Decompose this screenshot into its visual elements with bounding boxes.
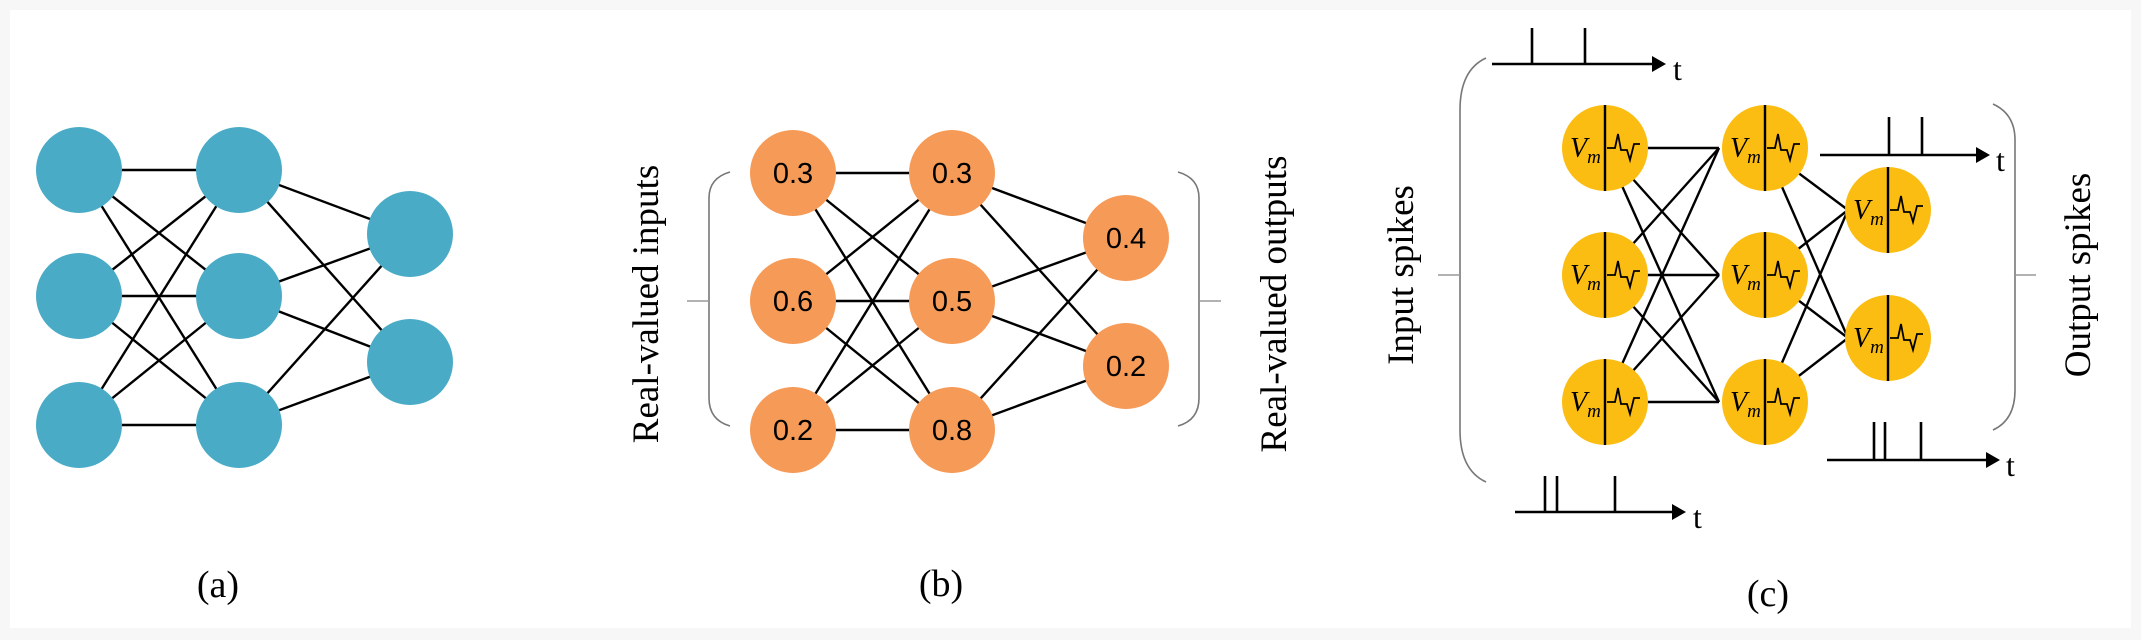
hidden-value-3: 0.8: [932, 415, 972, 447]
panel-b-nodes: [750, 130, 1169, 473]
spike-train-arrow-icon: [1672, 504, 1686, 520]
spike-train-arrow-icon: [1652, 56, 1666, 72]
ann-output-node-2: [367, 319, 453, 405]
rv-hidden-node-2: [909, 258, 995, 344]
spike-train-input-bottom: [1515, 476, 1686, 520]
ann-hidden-node-1: [196, 127, 282, 213]
ann-output-node-1: [367, 191, 453, 277]
input-value-2: 0.6: [773, 286, 813, 318]
caption-b: (b): [919, 563, 963, 605]
snn-hidden-neuron-3: Vm: [1722, 359, 1808, 445]
membrane-potential-trace-icon: [1607, 260, 1640, 291]
output-bracket: [1177, 171, 1200, 427]
snn-hidden-neuron-1: Vm: [1722, 105, 1808, 191]
ann-input-node-2: [36, 253, 122, 339]
panel-a: (a): [36, 127, 453, 606]
rv-input-node-3: [750, 387, 836, 473]
panel-b-values: 0.3 0.6 0.2 0.3 0.5 0.8 0.4 0.2: [773, 158, 1146, 447]
caption-a: (a): [197, 564, 239, 606]
input-value-3: 0.2: [773, 415, 813, 447]
spike-train-arrow-icon: [1976, 147, 1990, 163]
membrane-potential-trace-icon: [1767, 387, 1800, 418]
ann-input-node-1: [36, 127, 122, 213]
time-label-output-top: t: [1996, 142, 2005, 178]
membrane-potential-trace-icon: [1890, 195, 1923, 226]
spike-train-arrow-icon: [1986, 452, 2000, 468]
snn-input-neuron-2: Vm: [1562, 232, 1648, 318]
output-spikes-bracket: [1992, 103, 2016, 431]
hidden-value-2: 0.5: [932, 286, 972, 318]
spike-train-input-top: [1492, 28, 1666, 72]
hidden-value-1: 0.3: [932, 158, 972, 190]
snn-input-neuron-1: Vm: [1562, 105, 1648, 191]
input-bracket: [708, 171, 731, 427]
panel-b: 0.3 0.6 0.2 0.3 0.5 0.8 0.4 0.2 Real-val…: [626, 130, 1295, 605]
figure-panel: [10, 10, 2131, 628]
spike-train-output-top: [1820, 117, 1990, 163]
output-value-1: 0.4: [1106, 223, 1146, 255]
panel-a-nodes: [36, 127, 453, 468]
membrane-potential-trace-icon: [1767, 260, 1800, 291]
real-valued-inputs-label: Real-valued inputs: [626, 165, 667, 443]
rv-hidden-node-3: [909, 387, 995, 473]
input-spikes-bracket: [1459, 57, 1487, 483]
membrane-potential-trace-icon: [1607, 133, 1640, 164]
output-value-2: 0.2: [1106, 351, 1146, 383]
ann-hidden-node-2: [196, 253, 282, 339]
snn-output-neuron-2: Vm: [1845, 295, 1931, 381]
snn-input-neuron-3: Vm: [1562, 359, 1648, 445]
membrane-potential-trace-icon: [1607, 387, 1640, 418]
real-valued-outputs-label: Real-valued outputs: [1254, 156, 1295, 453]
snn-hidden-neuron-2: Vm: [1722, 232, 1808, 318]
membrane-potential-label: Vm: [1730, 133, 1761, 168]
membrane-potential-label: Vm: [1570, 260, 1601, 295]
input-value-1: 0.3: [773, 158, 813, 190]
caption-c: (c): [1747, 573, 1789, 615]
rv-input-node-1: [750, 130, 836, 216]
ann-input-node-3: [36, 382, 122, 468]
output-spikes-label: Output spikes: [2058, 173, 2099, 378]
membrane-potential-trace-icon: [1890, 323, 1923, 354]
rv-output-node-1: [1083, 195, 1169, 281]
membrane-potential-trace-icon: [1767, 133, 1800, 164]
time-label-input-bottom: t: [1693, 499, 1702, 535]
ann-hidden-node-3: [196, 382, 282, 468]
rv-output-node-2: [1083, 323, 1169, 409]
time-label-output-bottom: t: [2006, 447, 2015, 483]
spike-train-output-bottom: [1827, 422, 2000, 468]
rv-input-node-2: [750, 258, 836, 344]
rv-hidden-node-1: [909, 130, 995, 216]
time-label-input-top: t: [1673, 51, 1682, 87]
snn-output-neuron-1: Vm: [1845, 167, 1931, 253]
input-spikes-label: Input spikes: [1381, 185, 1422, 365]
membrane-potential-label: Vm: [1570, 133, 1601, 168]
